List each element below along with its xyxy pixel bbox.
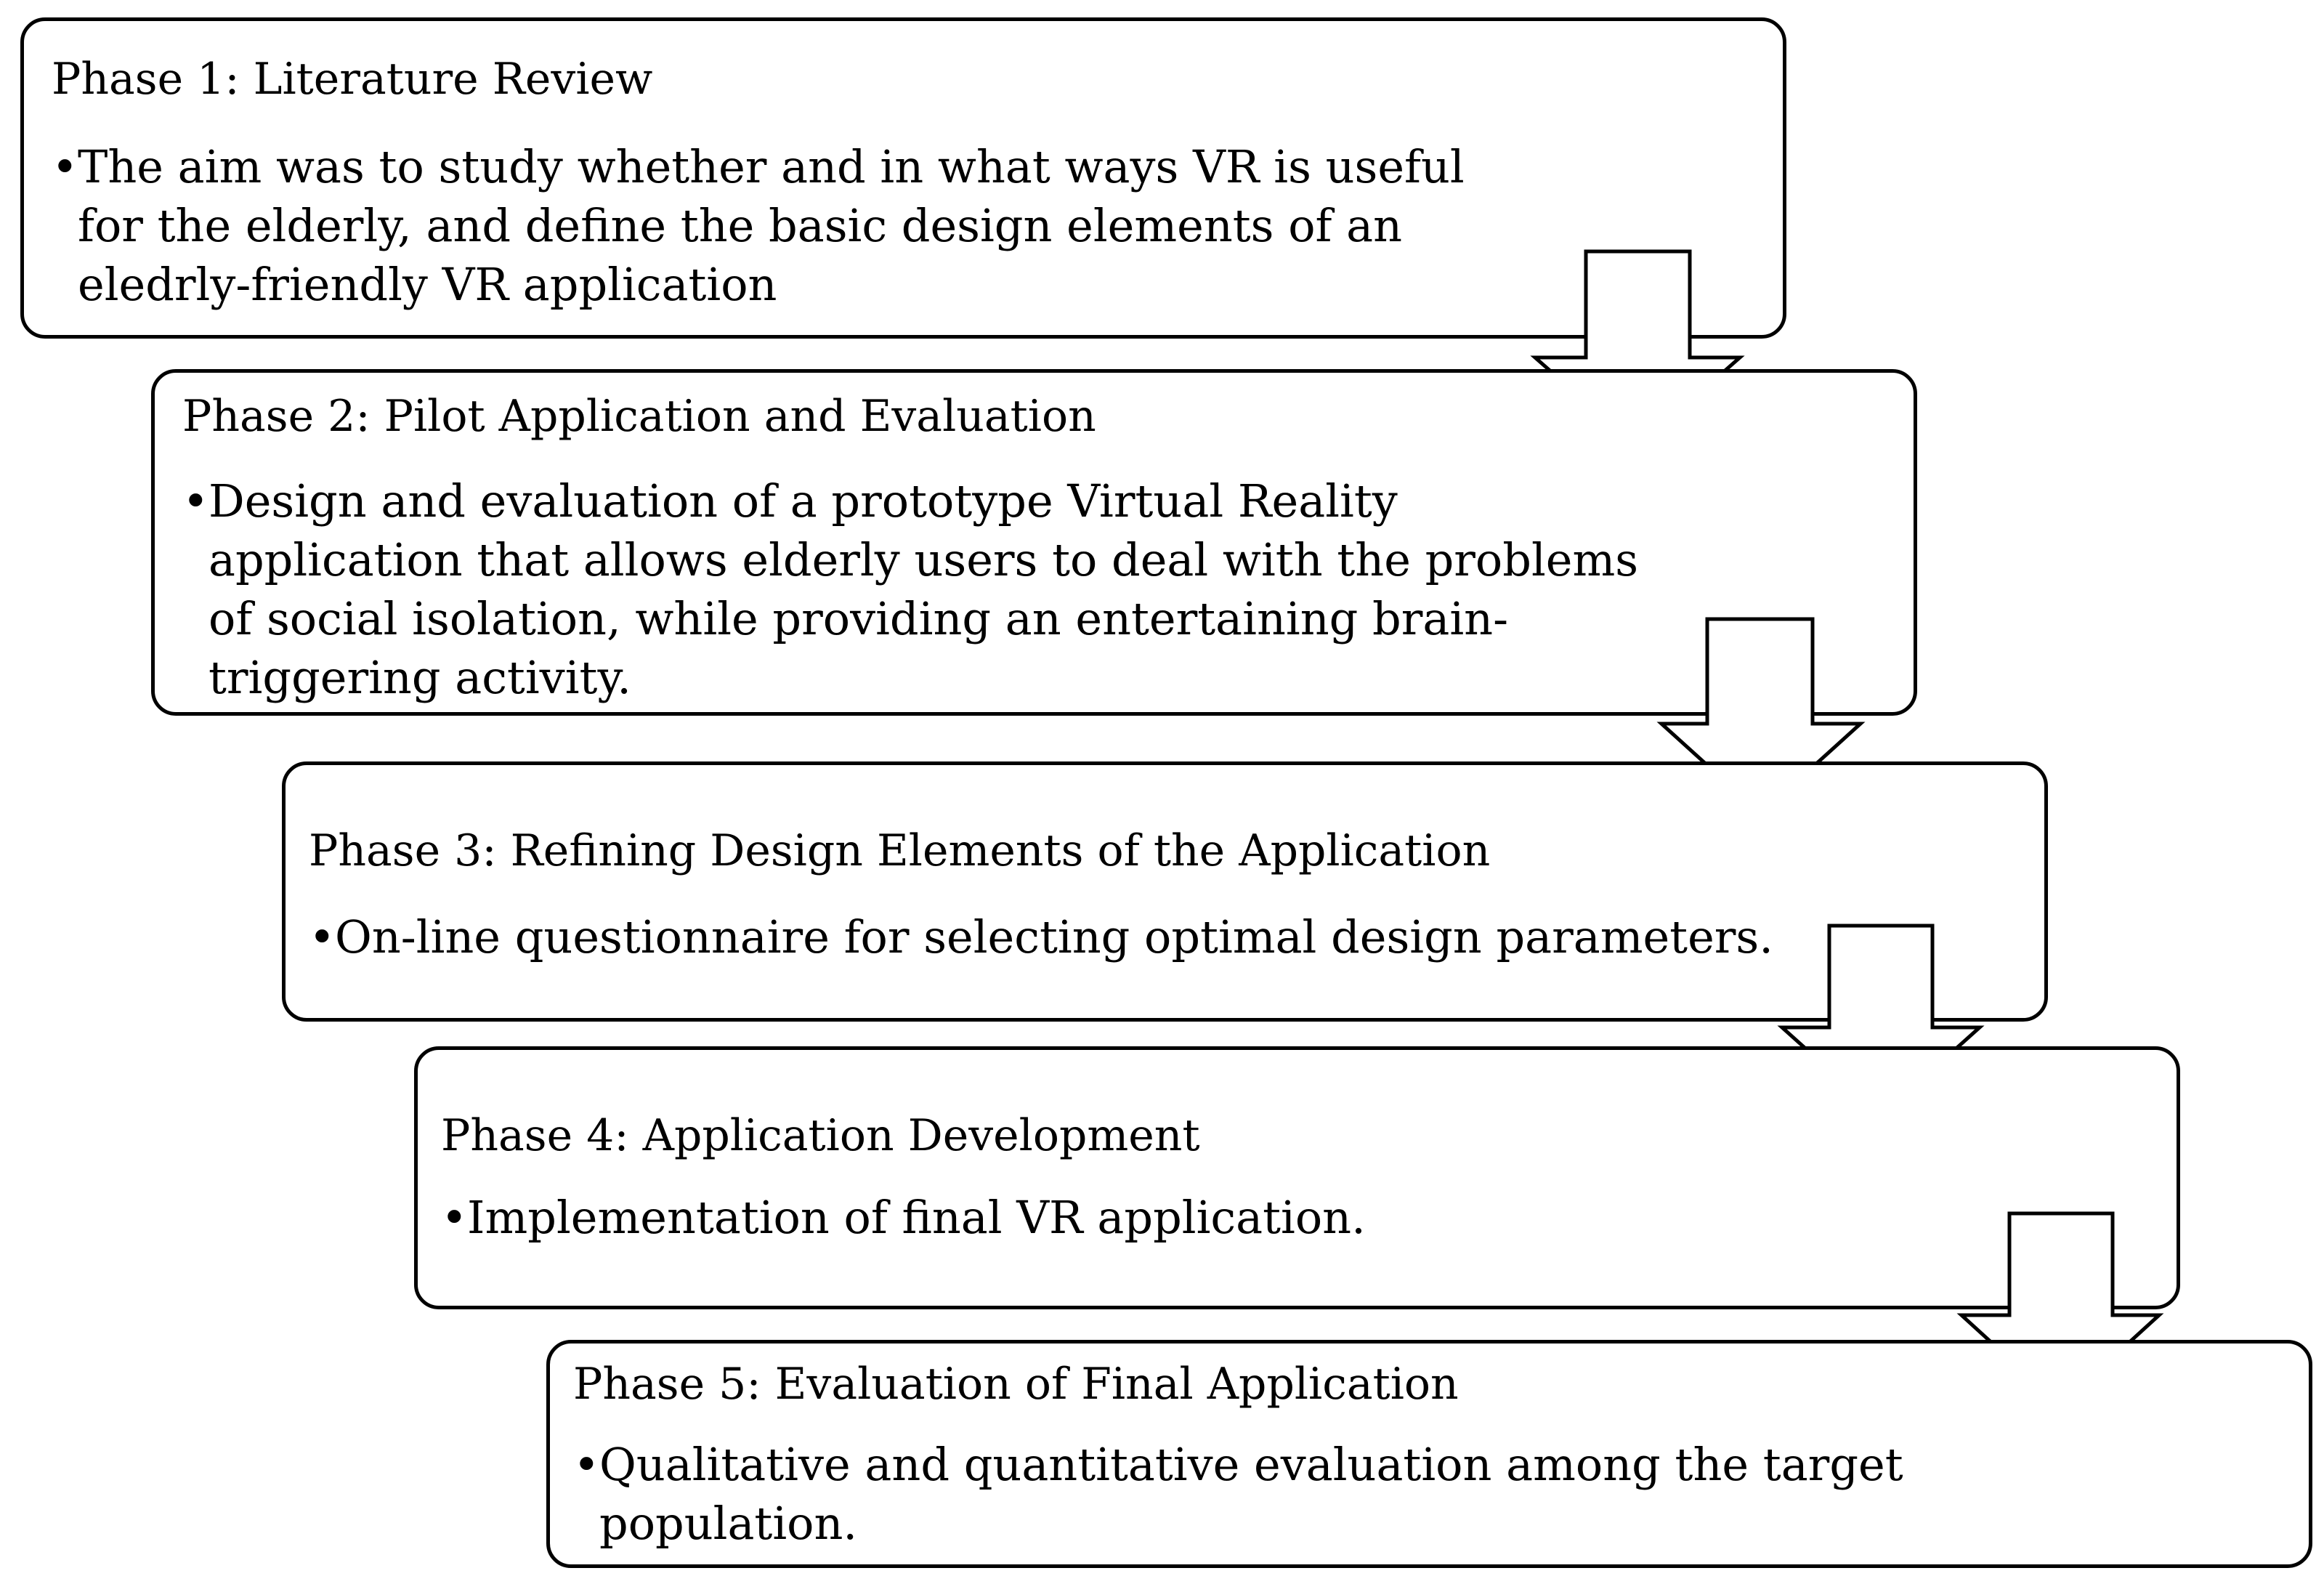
phase-3-bullet: •On-line questionnaire for selecting opt… bbox=[309, 908, 1773, 966]
phase-3-bullet-line: •On-line questionnaire for selecting opt… bbox=[309, 908, 1773, 966]
phase-2-bullet-text: Design and evaluation of a prototype Vir… bbox=[208, 474, 1398, 528]
phase-4-bullet-line: •Implementation of final VR application. bbox=[441, 1188, 1366, 1247]
phase-4-bullet-text: Implementation of final VR application. bbox=[467, 1191, 1366, 1244]
bullet-icon: • bbox=[309, 910, 336, 963]
phase-2-title: Phase 2: Pilot Application and Evaluatio… bbox=[182, 391, 1096, 442]
phase-2-box: Phase 2: Pilot Application and Evaluatio… bbox=[151, 369, 1917, 716]
bullet-icon: • bbox=[573, 1438, 600, 1491]
phase-1-bullet-line: for the elderly, and define the basic de… bbox=[52, 196, 1465, 255]
phase-5-bullet: •Qualitative and quantitative evaluation… bbox=[573, 1435, 1903, 1553]
phase-2-bullet-line: •Design and evaluation of a prototype Vi… bbox=[182, 472, 1638, 530]
phase-2-bullet-text: of social isolation, while providing an … bbox=[208, 592, 1509, 645]
phase-5-bullet-text: Qualitative and quantitative evaluation … bbox=[599, 1438, 1903, 1491]
phase-2-bullet-line: triggering activity. bbox=[182, 648, 1638, 707]
phase-1-bullet-text: for the elderly, and define the basic de… bbox=[78, 199, 1403, 252]
phase-2-bullet-line: application that allows elderly users to… bbox=[182, 530, 1638, 589]
bullet-icon: • bbox=[441, 1191, 468, 1244]
phase-2-bullet: •Design and evaluation of a prototype Vi… bbox=[182, 472, 1638, 707]
bullet-icon: • bbox=[182, 474, 209, 528]
phase-1-box: Phase 1: Literature Review •The aim was … bbox=[20, 17, 1786, 339]
phase-3-title: Phase 3: Refining Design Elements of the… bbox=[309, 825, 1491, 876]
phase-4-title: Phase 4: Application Development bbox=[441, 1110, 1200, 1161]
phase-2-bullet-line: of social isolation, while providing an … bbox=[182, 589, 1638, 648]
bullet-icon: • bbox=[52, 140, 78, 193]
phase-1-bullet: •The aim was to study whether and in wha… bbox=[52, 137, 1465, 314]
phase-1-bullet-line: eledrly-friendly VR application bbox=[52, 255, 1465, 314]
phase-1-bullet-text: eledrly-friendly VR application bbox=[78, 258, 777, 311]
phase-5-bullet-line: population. bbox=[573, 1494, 1903, 1553]
phase-1-title: Phase 1: Literature Review bbox=[52, 54, 653, 105]
phase-5-box: Phase 5: Evaluation of Final Application… bbox=[546, 1340, 2312, 1568]
phase-4-box: Phase 4: Application Development •Implem… bbox=[414, 1046, 2180, 1309]
phase-1-bullet-text: The aim was to study whether and in what… bbox=[78, 140, 1465, 193]
phase-1-bullet-line: •The aim was to study whether and in wha… bbox=[52, 137, 1465, 196]
phase-3-box: Phase 3: Refining Design Elements of the… bbox=[282, 761, 2048, 1022]
phase-5-title: Phase 5: Evaluation of Final Application bbox=[573, 1359, 1459, 1410]
phase-2-bullet-text: triggering activity. bbox=[208, 651, 631, 704]
phase-5-bullet-text: population. bbox=[599, 1497, 858, 1550]
phase-3-bullet-text: On-line questionnaire for selecting opti… bbox=[335, 910, 1773, 963]
phase-2-bullet-text: application that allows elderly users to… bbox=[208, 533, 1639, 586]
phase-4-bullet: •Implementation of final VR application. bbox=[441, 1188, 1366, 1247]
phase-5-bullet-line: •Qualitative and quantitative evaluation… bbox=[573, 1435, 1903, 1494]
